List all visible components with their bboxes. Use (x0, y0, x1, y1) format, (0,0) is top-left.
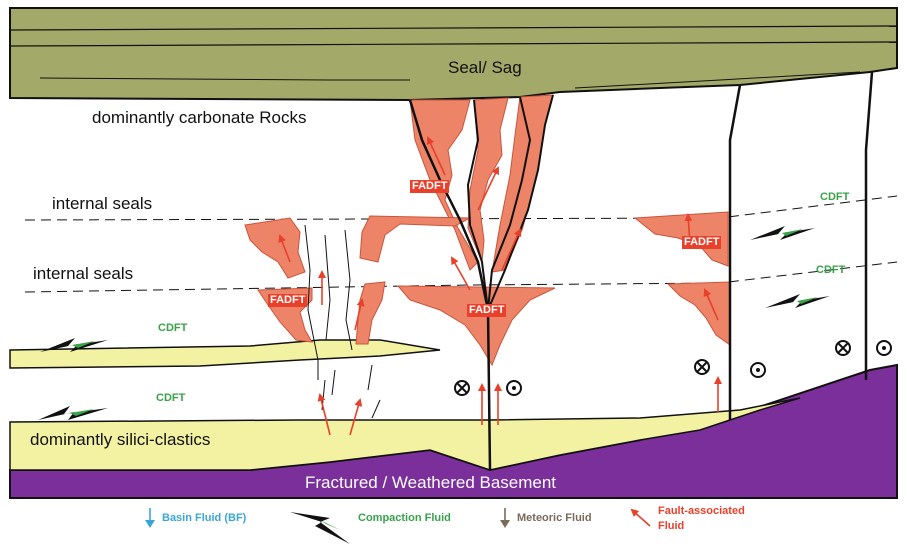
fluid-zone-left-upper (245, 218, 305, 278)
fadft-label: FADFT (410, 180, 449, 193)
internal-seal-line-upper (25, 196, 897, 220)
fadft-label: FADFT (467, 304, 506, 317)
fluid-zone-left-column (356, 282, 385, 344)
fluid-zone-upper-seal-spread (360, 216, 470, 262)
legend-fault-fluid-line1: Fault-associated (658, 505, 745, 517)
cdft-label: CDFT (158, 322, 187, 334)
legend-basin-fluid: Basin Fluid (BF) (162, 512, 246, 524)
dot-out-of-page-symbol (751, 363, 765, 377)
dot-out-of-page-symbol (507, 381, 521, 395)
compaction-fluid-icon (290, 512, 350, 544)
fracture-line (332, 370, 335, 395)
fadft-label: FADFT (268, 294, 307, 307)
legend-fault-fluid-line2: Fluid (658, 520, 684, 532)
fracture-line (345, 230, 352, 350)
dot-out-of-page-symbol (877, 341, 891, 355)
fault-right-2 (866, 72, 872, 380)
cross-into-page-symbol (695, 360, 709, 374)
basement-label: Fractured / Weathered Basement (305, 473, 556, 493)
meteoric-fluid-icon (500, 508, 510, 528)
sand-lens-layer (10, 340, 440, 368)
fault-fluid-icon (632, 510, 650, 526)
cdft-label: CDFT (820, 191, 849, 203)
fracture-line (325, 235, 330, 340)
cross-into-page-symbol (455, 381, 469, 395)
compaction-fluid-symbol (765, 294, 830, 308)
fracture-line (368, 365, 372, 390)
fracture-line (372, 400, 380, 418)
seal-sag-layer (10, 8, 897, 100)
cross-into-page-symbol (836, 341, 850, 355)
fluid-zone-right-lower (668, 282, 730, 345)
compaction-fluid-symbol (38, 406, 108, 420)
compaction-fluid-symbol (750, 226, 815, 240)
cdft-label: CDFT (816, 264, 845, 276)
siliciclastics-label: dominantly silici-clastics (30, 430, 210, 450)
internal-seals-lower-label: internal seals (33, 264, 133, 284)
fadft-label: FADFT (682, 236, 721, 249)
fluid-zone-lower-seal-spread (398, 286, 555, 365)
legend-meteoric-fluid: Meteoric Fluid (517, 512, 592, 524)
carbonate-rocks-label: dominantly carbonate Rocks (92, 108, 307, 128)
legend-compaction-fluid: Compaction Fluid (358, 512, 451, 524)
internal-seals-upper-label: internal seals (52, 194, 152, 214)
seal-sag-label: Seal/ Sag (448, 58, 522, 78)
cdft-label: CDFT (156, 392, 185, 404)
basin-fluid-icon (145, 508, 155, 528)
fault-right-1 (730, 85, 740, 420)
